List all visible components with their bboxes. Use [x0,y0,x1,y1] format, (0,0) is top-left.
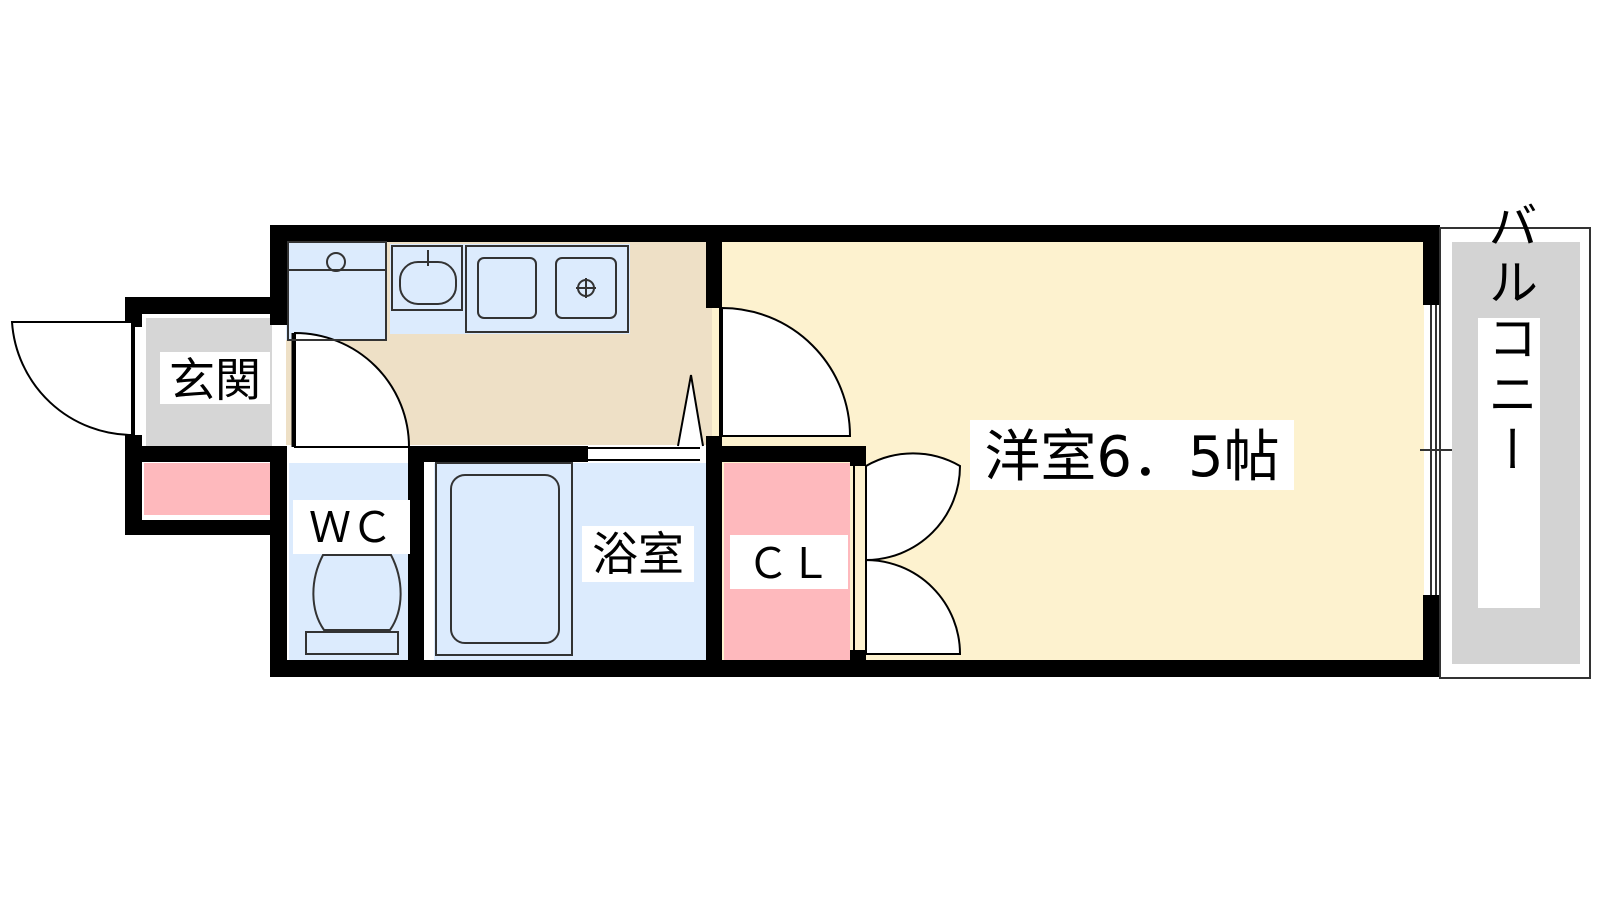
bathtub-icon [435,462,573,656]
bath-door[interactable] [588,374,704,461]
sink-icon [391,245,463,311]
washer-area-floor [286,240,386,340]
stove-icon [465,245,629,333]
entrance-storage [144,463,270,515]
western-room-label: 洋室6．5帖 [984,425,1279,490]
wc-door[interactable] [291,331,411,448]
wc-label: ＷＣ [309,503,393,552]
closet-door-upper[interactable] [865,452,962,562]
balcony-rail [1439,227,1591,679]
bath-label: 浴室 [592,527,684,581]
toilet-icon [305,554,402,655]
entrance-label: 玄関 [169,353,261,407]
washing-machine-icon [287,241,387,341]
entrance-door[interactable] [10,320,135,437]
closet-label: ＣＬ [747,539,831,588]
closet-door-lower[interactable] [865,558,962,655]
balcony-label: バルコニー [1480,200,1538,480]
walls [125,225,1440,677]
room-door[interactable] [719,306,852,437]
